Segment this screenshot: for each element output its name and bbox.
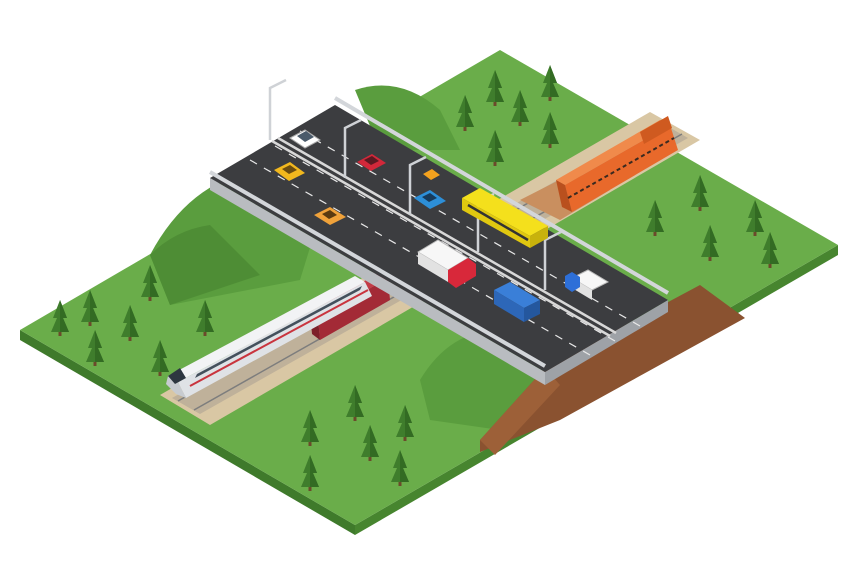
- red-car: [357, 154, 386, 171]
- orange-car-small: [423, 169, 440, 180]
- yellow-bus: [462, 188, 548, 248]
- diesel-locomotive: [556, 116, 678, 212]
- orange-car: [314, 207, 346, 225]
- blue-car: [414, 190, 446, 209]
- yellow-car: [274, 162, 305, 181]
- earth-cut: [480, 285, 745, 455]
- white-truck: [417, 239, 476, 288]
- passenger-train: [166, 276, 372, 398]
- small-truck: [565, 269, 610, 300]
- white-car: [289, 129, 321, 149]
- highway-bridge: [208, 96, 670, 385]
- vehicles: [274, 129, 610, 322]
- blue-van: [494, 282, 540, 322]
